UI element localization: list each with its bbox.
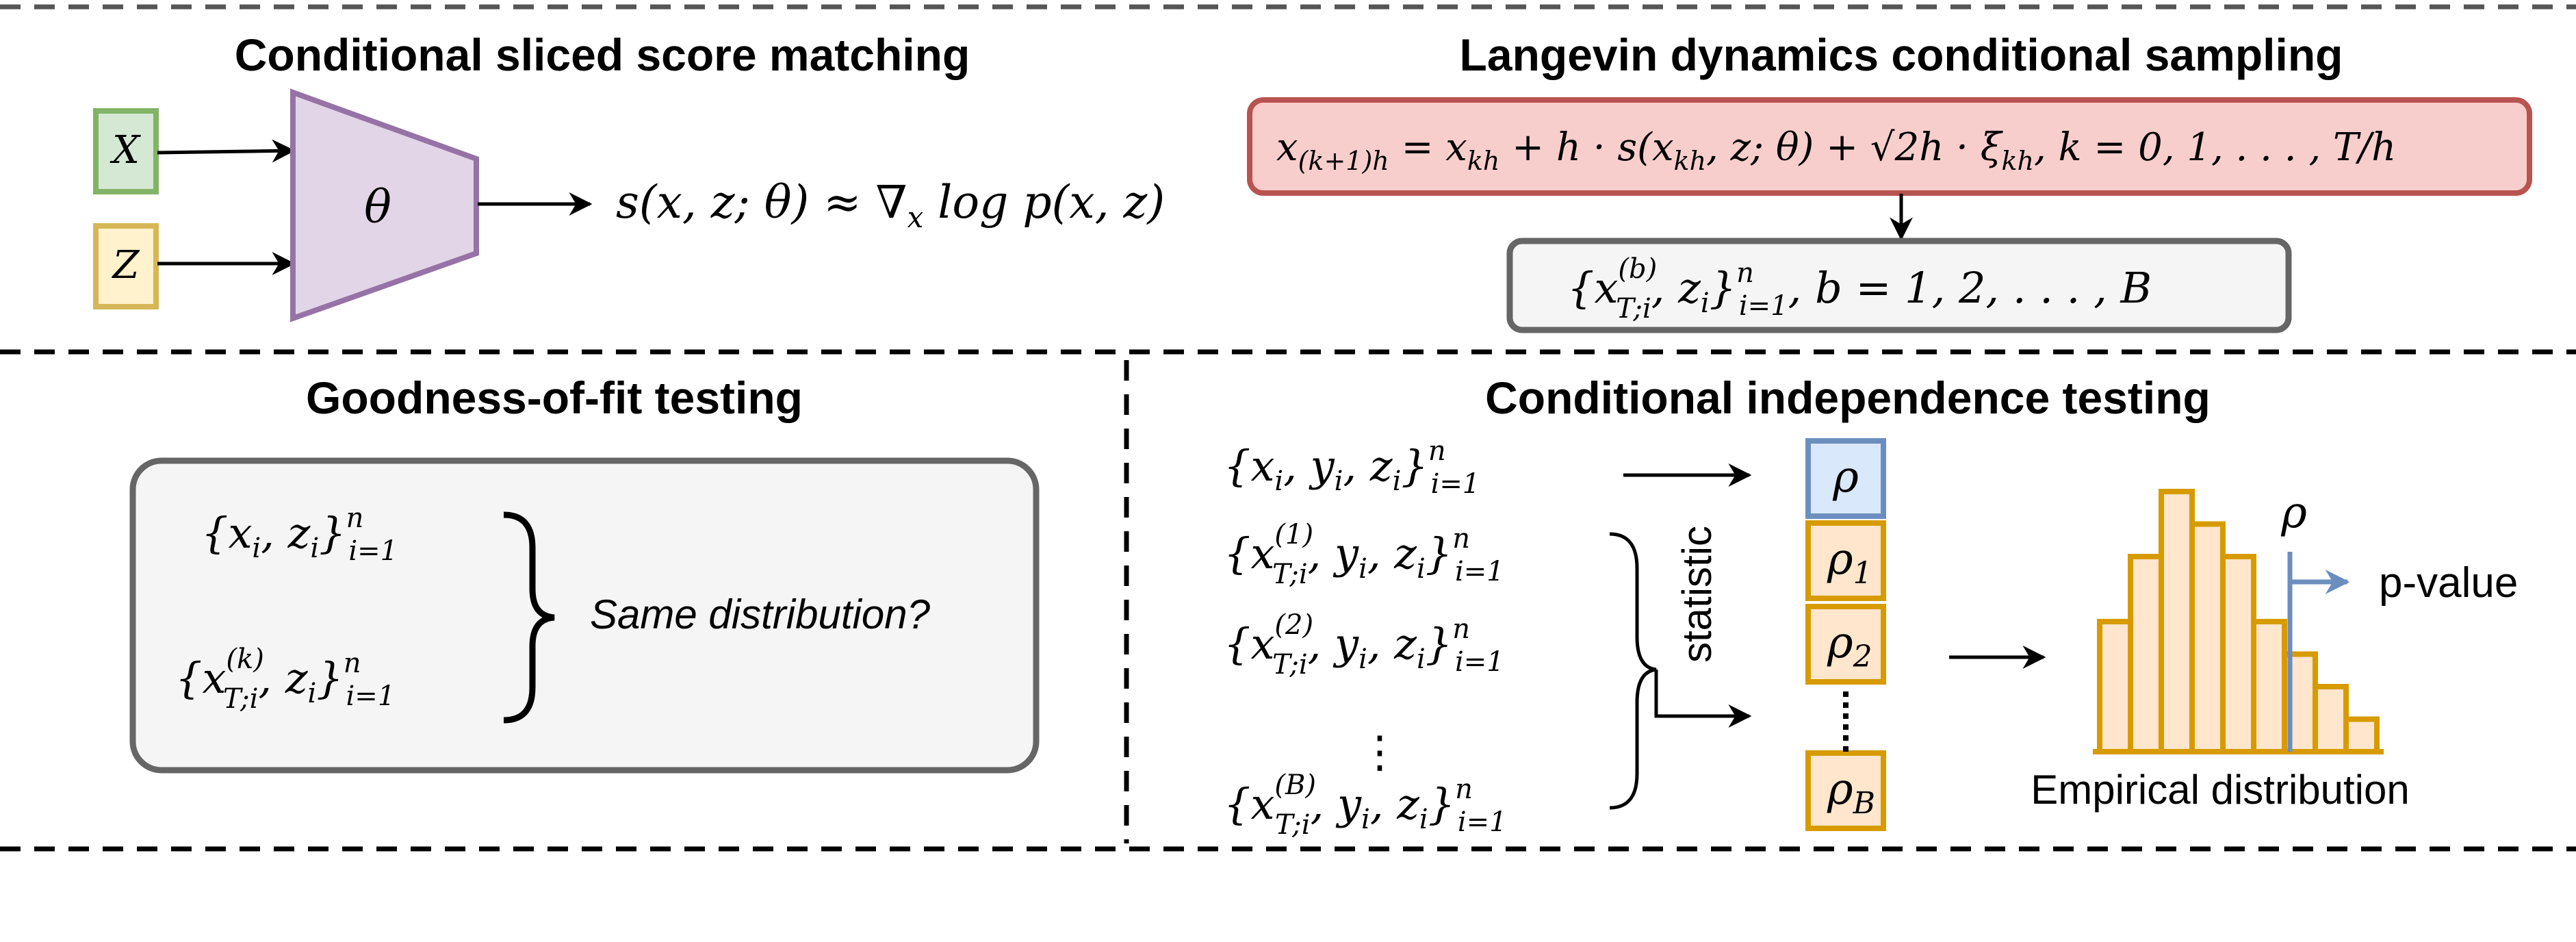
rho-k-label: ρ2 bbox=[1827, 618, 1872, 674]
score-network bbox=[290, 88, 479, 322]
gof-question: Same distribution? bbox=[590, 591, 931, 637]
histogram-bar bbox=[2343, 716, 2380, 754]
langevin-samples-box bbox=[1506, 238, 2292, 333]
rho-box bbox=[1805, 438, 1886, 519]
langevin-title: Langevin dynamics conditional sampling bbox=[1460, 29, 2343, 80]
langevin-update-box bbox=[1247, 97, 2532, 196]
ci-samples-vdots: ⋮ bbox=[1358, 727, 1402, 778]
rho-label: ρ bbox=[1832, 452, 1859, 502]
x-input-label: X bbox=[110, 128, 141, 173]
rho-marker-label: ρ bbox=[2280, 487, 2307, 538]
histogram-bar bbox=[2220, 554, 2256, 754]
z-input-box bbox=[93, 223, 159, 309]
x-to-network-arrow bbox=[157, 139, 296, 163]
x-input-box bbox=[93, 108, 159, 194]
score-title: Conditional sliced score matching bbox=[235, 29, 970, 80]
rho-k-box: ρ1 bbox=[1805, 520, 1886, 601]
histogram-bar bbox=[2128, 554, 2164, 754]
histogram-bar bbox=[2189, 521, 2226, 754]
gof-brace bbox=[503, 511, 555, 724]
langevin-update-formula: x(k+1)h = xkh + h · s(xkh, z; θ) + √2h ·… bbox=[1276, 125, 2396, 176]
histogram-bar bbox=[2159, 489, 2195, 754]
network-theta: θ bbox=[364, 181, 391, 233]
statistic-label: statistic bbox=[1674, 526, 1720, 663]
histogram-bar bbox=[2097, 619, 2133, 754]
score-output-formula: s(x, z; θ) ≈ ∇x log p(x, z) bbox=[616, 176, 1165, 234]
ci-title: Conditional independence testing bbox=[1485, 372, 2211, 423]
p-value-label: p-value bbox=[2379, 559, 2518, 607]
rho-k-box: ρB bbox=[1805, 750, 1886, 831]
gof-box bbox=[129, 457, 1040, 774]
brace-to-rho-k-arrow bbox=[1654, 670, 1752, 728]
ci-samples-brace bbox=[1609, 532, 1657, 810]
histogram-caption: Empirical distribution bbox=[2031, 767, 2410, 813]
rho-k-label: ρ1 bbox=[1827, 534, 1872, 591]
rho-k-label: ρB bbox=[1827, 764, 1875, 821]
histogram-bar bbox=[2251, 619, 2287, 754]
z-input-label: Z bbox=[112, 243, 140, 288]
rho-k-box: ρ2 bbox=[1805, 604, 1886, 685]
histogram-bar bbox=[2313, 684, 2349, 754]
gof-title: Goodness-of-fit testing bbox=[306, 372, 803, 423]
